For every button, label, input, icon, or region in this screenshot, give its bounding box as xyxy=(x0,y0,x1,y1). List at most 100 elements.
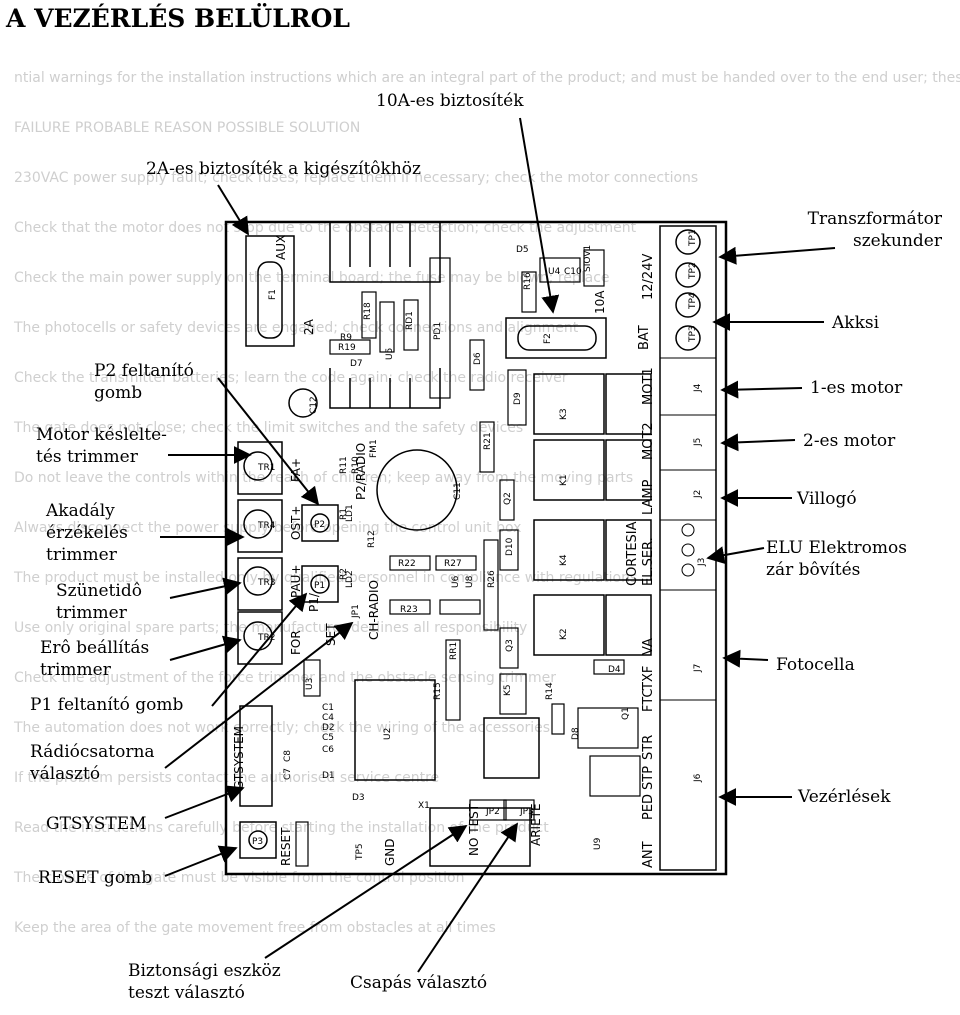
svg-text:TXF: TXF xyxy=(641,666,656,691)
svg-text:RESET: RESET xyxy=(279,827,293,866)
svg-text:D3: D3 xyxy=(352,793,365,803)
callout-transformer: Transzformátor szekunder xyxy=(807,209,942,251)
svg-text:LAMP: LAMP xyxy=(641,479,656,515)
svg-text:U4: U4 xyxy=(548,267,561,277)
callout-battery: Akksi xyxy=(832,313,880,333)
svg-text:BAT: BAT xyxy=(637,325,652,350)
svg-text:C11: C11 xyxy=(453,482,463,500)
svg-text:MOT1: MOT1 xyxy=(641,367,656,405)
svg-text:U9: U9 xyxy=(593,837,603,850)
callout-force-trimmer: Erô beállítás trimmer xyxy=(40,638,150,680)
svg-text:STP: STP xyxy=(641,766,656,790)
callout-safety-test-selector: Biztonsági eszköz teszt választó xyxy=(128,961,281,1003)
callout-radio-channel: Rádiócsatorna választó xyxy=(30,742,155,784)
svg-text:Q1: Q1 xyxy=(621,707,631,720)
svg-text:TR4: TR4 xyxy=(257,521,276,531)
background-text-line: ntial warnings for the installation inst… xyxy=(14,70,960,86)
callout-motor-delay-trimmer: Motor késlelte- tés trimmer xyxy=(36,425,167,467)
svg-text:PD1: PD1 xyxy=(433,322,443,340)
svg-text:D2: D2 xyxy=(322,723,335,733)
page-title: A VEZÉRLÉS BELÜLROL xyxy=(6,4,350,33)
callout-pause-trimmer: Szünetidô trimmer xyxy=(56,581,142,623)
svg-text:R21: R21 xyxy=(483,432,493,450)
svg-text:C7: C7 xyxy=(283,768,293,780)
svg-text:P1: P1 xyxy=(314,581,325,591)
svg-text:CORTESIA: CORTESIA xyxy=(625,521,640,586)
callout-motor-2: 2-es motor xyxy=(803,431,896,451)
transformer-terminals xyxy=(675,229,701,351)
svg-text:J7: J7 xyxy=(693,664,703,673)
background-text-line: Check the main power supply on the termi… xyxy=(14,270,610,286)
svg-text:K3: K3 xyxy=(559,408,569,420)
svg-text:PAU+: PAU+ xyxy=(289,564,303,598)
callout-arrows xyxy=(160,117,836,973)
svg-text:K5: K5 xyxy=(503,684,513,696)
background-text-line: The automation does not work correctly; … xyxy=(14,720,551,736)
svg-text:FOR: FOR xyxy=(289,630,303,655)
svg-text:Q3: Q3 xyxy=(505,639,515,652)
callout-flashing-light: Villogó xyxy=(797,489,857,509)
callout-gtsystem: GTSYSTEM xyxy=(46,814,147,834)
svg-text:D1: D1 xyxy=(322,771,335,781)
svg-text:TR2: TR2 xyxy=(257,633,275,643)
svg-text:R27: R27 xyxy=(444,559,462,569)
svg-text:JP3: JP3 xyxy=(519,807,534,817)
callout-motor-1: 1-es motor xyxy=(810,378,903,398)
svg-text:R10: R10 xyxy=(351,456,361,474)
svg-text:J6: J6 xyxy=(693,773,703,783)
svg-text:R15: R15 xyxy=(433,682,443,700)
background-text-line: FAILURE PROBABLE REASON POSSIBLE SOLUTIO… xyxy=(14,120,361,136)
svg-text:D6: D6 xyxy=(473,352,483,365)
svg-text:J4: J4 xyxy=(693,383,703,393)
svg-text:R26: R26 xyxy=(487,570,497,588)
svg-text:TP1: TP1 xyxy=(688,229,698,247)
svg-text:PED: PED xyxy=(641,794,656,820)
callout-p2-button: P2 feltanító gomb xyxy=(94,361,194,403)
svg-text:R19: R19 xyxy=(338,343,356,353)
callout-10a-fuse: 10A-es biztosíték xyxy=(376,91,524,111)
svg-text:STR: STR xyxy=(641,735,656,760)
svg-text:R22: R22 xyxy=(398,559,416,569)
background-text-line: Check that the motor does not stop due t… xyxy=(14,220,637,236)
svg-text:R18: R18 xyxy=(363,302,373,320)
svg-text:D10: D10 xyxy=(505,537,515,556)
svg-text:ARIETE: ARIETE xyxy=(529,803,543,846)
svg-text:RD1: RD1 xyxy=(405,311,415,330)
svg-text:NO TEST: NO TEST xyxy=(467,803,481,856)
svg-text:F2: F2 xyxy=(543,333,553,344)
svg-text:JP2: JP2 xyxy=(485,807,500,817)
svg-text:R14: R14 xyxy=(545,682,555,700)
svg-text:R2: R2 xyxy=(339,568,349,580)
svg-text:R16: R16 xyxy=(523,272,533,290)
svg-text:U3: U3 xyxy=(305,678,315,690)
svg-text:K1: K1 xyxy=(559,474,569,486)
svg-text:J3: J3 xyxy=(697,558,707,567)
background-text-line: Do not leave the controls within the rea… xyxy=(14,470,634,486)
background-text-line: The product must be installed only by qu… xyxy=(14,570,638,586)
background-text-line: 230VAC power supply fault; check fuses; … xyxy=(14,170,699,186)
svg-text:TR1: TR1 xyxy=(257,463,275,473)
svg-text:K2: K2 xyxy=(559,628,569,640)
background-text-line: The photocells or safety devices are eng… xyxy=(14,320,579,336)
svg-text:D4: D4 xyxy=(608,665,621,675)
svg-text:GND: GND xyxy=(383,838,397,866)
svg-text:F1: F1 xyxy=(268,289,278,300)
svg-text:R1: R1 xyxy=(339,508,349,520)
svg-text:R23: R23 xyxy=(400,605,418,615)
svg-text:C6: C6 xyxy=(322,745,334,755)
background-text-line: Read the instructions carefully before s… xyxy=(14,820,549,836)
svg-text:FM1: FM1 xyxy=(369,439,379,458)
callout-2a-fuse: 2A-es biztosíték a kigészítôkhöz xyxy=(146,159,421,179)
svg-text:X1: X1 xyxy=(418,801,430,811)
svg-text:C5: C5 xyxy=(322,733,334,743)
svg-text:C4: C4 xyxy=(322,713,334,723)
svg-text:P2/RADIO: P2/RADIO xyxy=(354,443,368,500)
svg-text:P1/: P1/ xyxy=(307,592,321,612)
background-text-line: Keep the area of the gate movement free … xyxy=(14,920,496,936)
svg-text:LD1: LD1 xyxy=(345,504,355,522)
svg-text:TP4: TP4 xyxy=(688,292,698,310)
callout-electric-lock: ELU Elektromos zár bôvítés xyxy=(766,538,907,580)
svg-text:R11: R11 xyxy=(339,456,349,474)
svg-text:C8: C8 xyxy=(283,750,293,762)
